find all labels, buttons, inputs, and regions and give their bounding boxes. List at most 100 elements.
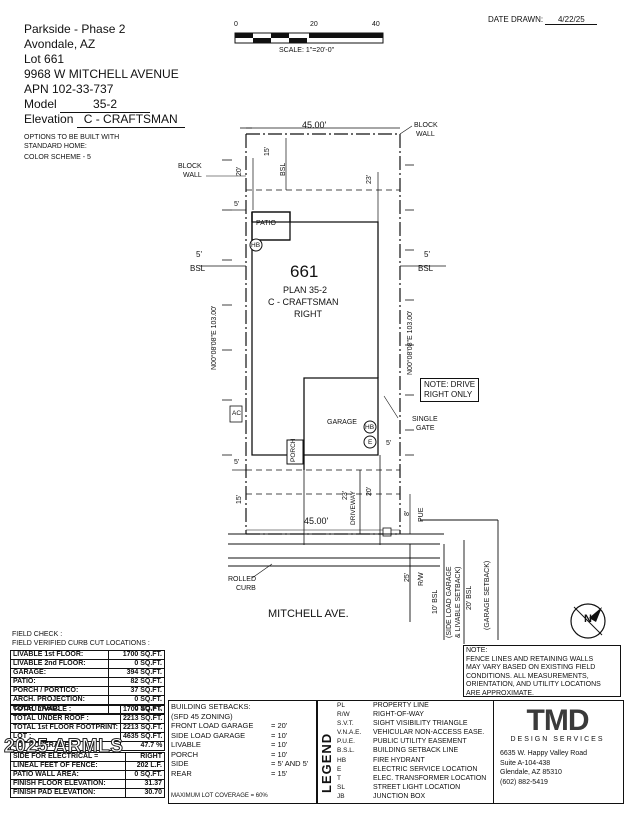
legend-text: SIGHT VISIBILITY TRIANGLE	[373, 720, 468, 728]
lot-line: Lot 661	[24, 52, 64, 67]
legend-text: RIGHT-OF-WAY	[373, 711, 424, 719]
stat-value: 1700 SQ.FT.	[119, 705, 166, 715]
fence-note-l3: CONDITIONS. ALL MEASUREMENTS,	[466, 672, 589, 680]
stat-value: 394 SQ.FT.	[108, 668, 165, 678]
rolled-curb-1: ROLLED	[228, 576, 257, 583]
watermark: 2025 ARMLS	[3, 736, 124, 758]
legend-symbol-icon: JB	[337, 792, 345, 800]
setback-value: = 10'	[271, 749, 288, 759]
rolled-curb-2: CURB	[236, 585, 256, 592]
stat-value: 0 SQ.FT.	[125, 770, 165, 780]
setback-row: PORCH= 10'	[171, 750, 317, 760]
company-phone: (602) 882-5419	[500, 778, 548, 786]
setback-row: REAR= 15'	[171, 769, 317, 779]
setback-row: LIVABLE= 10'	[171, 740, 317, 750]
stat-row: LINEAL FEET OF FENCE:202 L.F.	[9, 761, 165, 771]
stat-row: LIVABLE 2nd FLOOR:0 SQ.FT.	[9, 659, 165, 669]
dim-23-top: 23'	[366, 174, 373, 184]
stat-row: PATIO:82 SQ.FT.	[9, 677, 165, 687]
legend-text: ELEC. TRANSFORMER LOCATION	[373, 774, 487, 782]
options-note-1: OPTIONS TO BE BUILT WITH	[24, 134, 120, 141]
driveway-label: DRIVEWAY	[350, 491, 357, 525]
stat-value: 1700 SQ.FT.	[108, 650, 165, 660]
setback-value: = 10'	[271, 730, 288, 740]
bearing-right: N00°08'08"E 103.00'	[407, 310, 414, 375]
stat-label: LIVABLE 1st FLOOR:	[9, 650, 110, 660]
dim-5-right: 5'	[386, 440, 392, 447]
legend-symbol-icon: V.N.A.E.	[337, 729, 362, 737]
stat-row: PORCH / PORTICO:37 SQ.FT.	[9, 686, 165, 696]
dim-20-top: 20'	[236, 166, 243, 176]
plot-plan	[200, 125, 606, 644]
elevation-value: C - CRAFTSMAN	[76, 112, 185, 128]
legend-text: PROPERTY LINE	[373, 702, 429, 709]
legend-row: S.V.T. SIGHT VISIBILITY TRIANGLE	[337, 719, 486, 728]
scale-label: SCALE: 1"=20'-0"	[279, 47, 335, 54]
block-wall-left-1: BLOCK	[178, 163, 202, 170]
dim-5-top: 5'	[234, 201, 240, 208]
scale-tick-40: 40	[372, 21, 380, 28]
porch-label: PORCH	[290, 438, 297, 462]
setbacks-box: BUILDING SETBACKS: (SFD 45 ZONING) FRONT…	[168, 700, 318, 804]
setback-1: 10' BSL	[432, 589, 439, 614]
north-label: N	[584, 613, 592, 625]
options-note-2: STANDARD HOME:	[24, 143, 87, 150]
legend-row: P.U.E. PUBLIC UTILITY EASEMENT	[337, 737, 486, 746]
company-address: 6635 W. Happy Valley Road Suite A-104-43…	[500, 749, 623, 787]
stat-value: 2213 SQ.FT.	[119, 723, 166, 733]
bsl-rear: BSL	[280, 162, 287, 176]
elev-label: C - CRAFTSMAN	[268, 297, 339, 307]
stat-label: PATIO:	[9, 677, 110, 687]
stat-value: 0 SQ.FT.	[108, 659, 165, 669]
stat-value: 2213 SQ.FT.	[119, 714, 166, 724]
stat-row: LIVABLE 1st FLOOR:1700 SQ.FT.	[9, 650, 165, 660]
dim-top: 45.00'	[302, 120, 327, 130]
hand-label: RIGHT	[294, 309, 322, 319]
note-drive-1: NOTE: DRIVE	[424, 380, 476, 389]
dim-15-bottom: 15'	[236, 494, 243, 504]
field-check-2: FIELD VERIFIED CURB CUT LOCATIONS :	[12, 640, 150, 647]
setback-value: = 10'	[271, 740, 288, 749]
model-line: Model 35-2	[24, 97, 151, 113]
block-wall-right-2: WALL	[416, 131, 435, 138]
hb-label-2: HB	[365, 424, 375, 431]
legend-text: STREET LIGHT LOCATION	[373, 783, 461, 791]
setback-row: FRONT LOAD GARAGE= 20'	[171, 721, 317, 731]
electric-label: E	[368, 439, 373, 446]
apn: APN 102-33-737	[24, 82, 114, 96]
legend-symbol-icon: S.V.T.	[337, 720, 354, 728]
company-box: TMD DESIGN SERVICES 6635 W. Happy Valley…	[492, 700, 624, 804]
company-tagline: DESIGN SERVICES	[510, 736, 605, 743]
setbacks-title: BUILDING SETBACKS:	[171, 702, 251, 711]
legend-symbol-icon: P.U.E.	[337, 738, 355, 746]
scale-tick-0: 0	[234, 21, 238, 28]
fence-note-l2: MAY VARY BASED ON EXISTING FIELD	[466, 664, 596, 671]
stat-label: LIVABLE 2nd FLOOR:	[9, 659, 110, 669]
stat-label: GARAGE:	[9, 668, 110, 678]
stat-value: 47.7 %	[119, 741, 166, 751]
setback-5: (GARAGE SETBACK)	[484, 560, 491, 630]
stat-label: FINISH FLOOR ELEVATION:	[9, 779, 127, 789]
block-wall-right-1: BLOCK	[414, 122, 438, 129]
elevation-label: Elevation	[24, 112, 74, 126]
stat-value: 4635 SQ.FT.	[119, 732, 166, 742]
dim-bottom: 45.00'	[304, 516, 329, 526]
scale-bar	[234, 32, 384, 44]
dim-15-top: 15'	[264, 146, 271, 156]
stat-label: PATIO WALL AREA:	[9, 770, 127, 780]
setback-row: SIDE LOAD GARAGE = 10'	[171, 731, 317, 741]
block-wall-left-2: WALL	[183, 172, 202, 179]
setback-label: SIDE LOAD GARAGE	[171, 730, 246, 740]
stat-value: RIGHT	[125, 752, 165, 762]
legend-text: PUBLIC UTILITY EASEMENT	[373, 738, 467, 746]
fence-note-l1: FENCE LINES AND RETAINING WALLS	[466, 655, 594, 663]
garage-label: GARAGE	[327, 419, 357, 426]
hb-label-1: HB	[251, 242, 261, 249]
legend-symbol-icon: B.S.L.	[337, 747, 355, 755]
stat-label: PORCH / PORTICO:	[9, 686, 110, 696]
legend-text: ELECTRIC SERVICE LOCATION	[373, 765, 478, 773]
